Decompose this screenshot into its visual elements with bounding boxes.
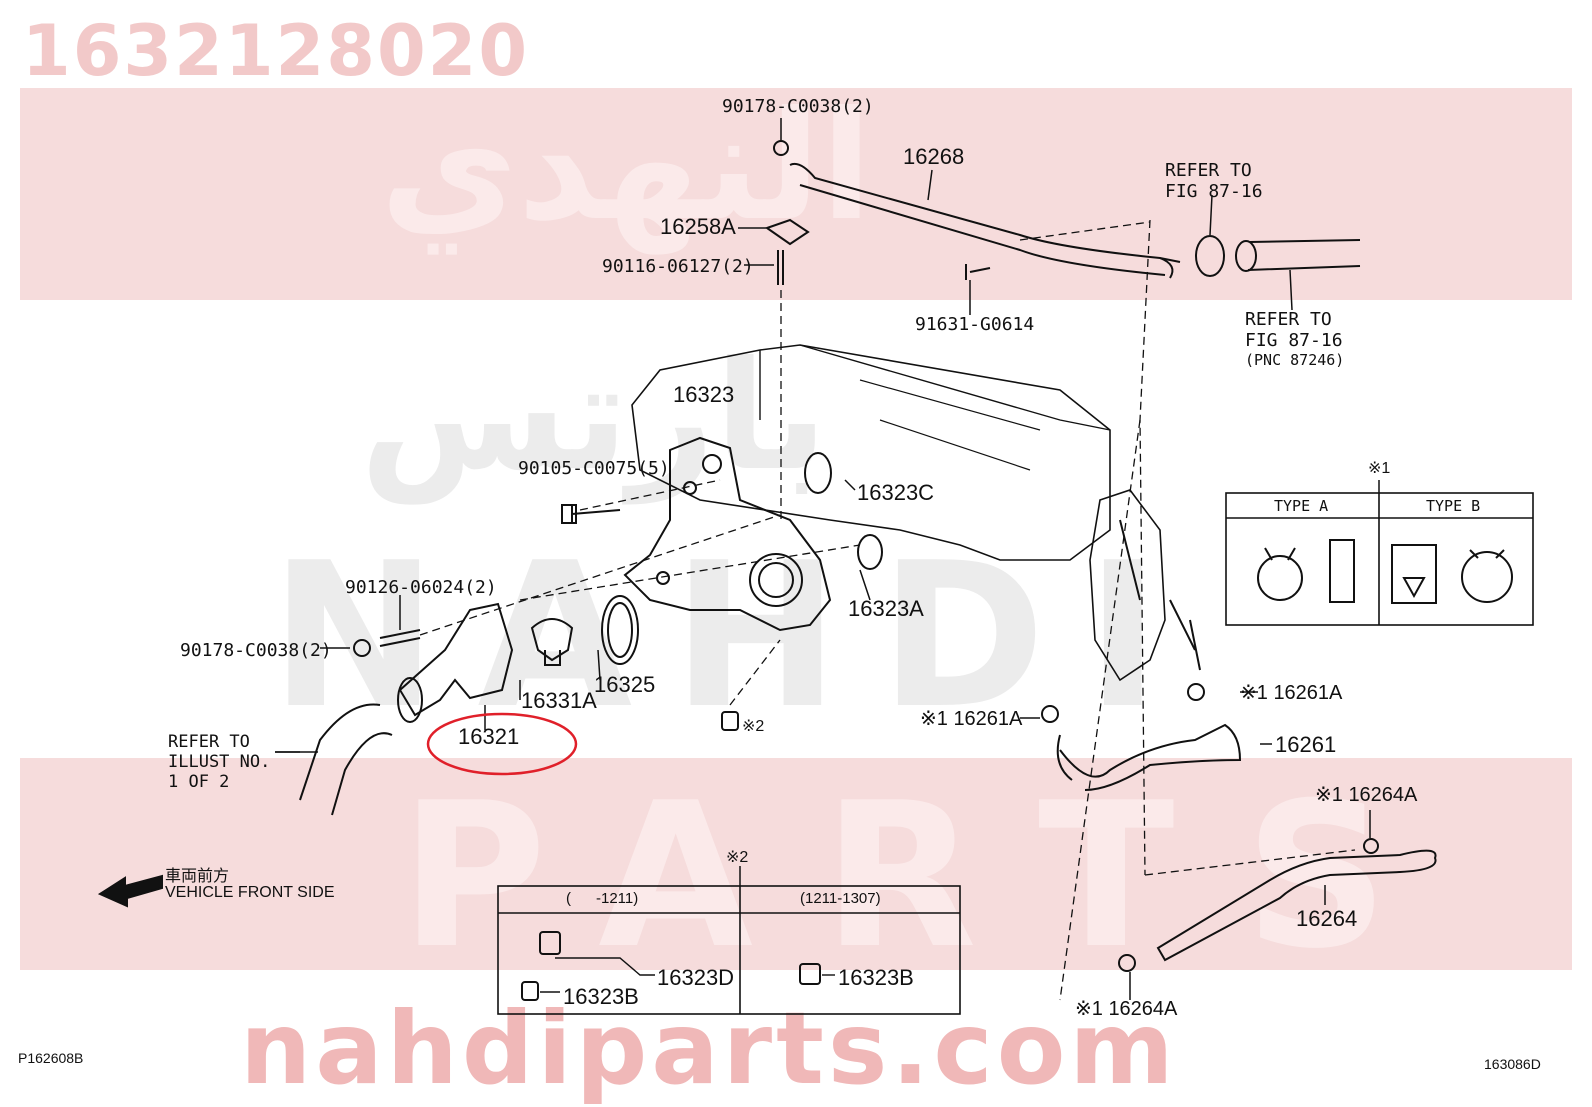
gasket-16325 — [601, 595, 639, 665]
label-front-en: VEHICLE FRONT SIDE — [165, 884, 335, 901]
label-16323d: 16323D — [657, 965, 735, 990]
label-16331a: 16331A — [521, 688, 597, 713]
label-16264: 16264 — [1296, 906, 1358, 931]
label-16321: 16321 — [458, 724, 520, 749]
o-ring-16323c — [804, 452, 832, 494]
bolt-90105 — [571, 506, 621, 522]
clip-16264a-bottom — [1118, 954, 1136, 972]
engine-block — [631, 344, 1111, 561]
hose-refer — [1247, 239, 1361, 271]
clip-16261a-left — [1041, 705, 1059, 723]
label-16258a: 16258A — [660, 214, 736, 239]
water-inlet-16321 — [398, 602, 514, 717]
label-refer-top-2: FIG 87-16 — [1165, 181, 1263, 202]
stud-90116 — [777, 250, 784, 285]
label-91631: 91631-G0614 — [915, 314, 1035, 335]
label-note1-type-table: ※1 — [1368, 460, 1391, 477]
label-16323a: 16323A — [848, 596, 924, 621]
date-table — [497, 885, 961, 1015]
label-90105: 90105-C0075(5) — [518, 458, 670, 479]
watermark-parts: PARTS — [400, 760, 1459, 993]
watermark-arabic-top: النهدي — [380, 80, 873, 254]
nut-90178-top — [773, 140, 789, 156]
type-table-col-a: TYPE A — [1274, 497, 1329, 515]
watermark-band-top — [20, 88, 1572, 300]
clip-type-b-icon — [1391, 544, 1437, 604]
pipe-16268 — [789, 162, 1181, 263]
type-table-col-b: TYPE B — [1426, 497, 1481, 515]
label-16261a-left: ※1 16261A — [920, 708, 1023, 730]
label-90178-left: 90178-C0038(2) — [180, 640, 332, 661]
bracket-16258a — [764, 218, 810, 246]
clamp-type-b-icon — [1461, 551, 1513, 603]
thermostat-16331a — [530, 618, 574, 662]
label-refer-right-2: FIG 87-16 — [1245, 330, 1343, 351]
ref-code-right: 163086D — [1484, 1056, 1541, 1072]
water-inlet-housing-16323 — [623, 436, 832, 632]
drain-plug — [721, 711, 739, 731]
label-16323: 16323 — [673, 382, 735, 407]
label-90126: 90126-06024(2) — [345, 577, 497, 598]
label-refer-left-3: 1 OF 2 — [168, 772, 230, 792]
bolt-91631 — [965, 264, 991, 280]
label-90116: 90116-06127(2) — [602, 256, 754, 277]
label-16261a-right: ※1 16261A — [1240, 682, 1343, 704]
label-refer-right-3: (PNC 87246) — [1245, 351, 1345, 369]
date-table-col-2: (1211-1307) — [800, 890, 881, 907]
clamp-type-a-icon — [1257, 555, 1303, 601]
bolt-16323d-icon — [539, 931, 561, 955]
nut-90178-left — [353, 639, 371, 657]
stud-90126 — [379, 629, 421, 647]
o-ring-16323a — [857, 534, 883, 570]
hose-clamp — [1195, 235, 1225, 277]
bolt-16323b-right-icon — [799, 963, 821, 985]
clip-16261a-right — [1187, 683, 1205, 701]
front-arrow-icon — [97, 874, 163, 908]
label-16261: 16261 — [1275, 732, 1337, 757]
label-note2-plug: ※2 — [742, 718, 765, 735]
bolt-16323b-left-icon — [521, 981, 539, 1001]
hose-16264 — [1156, 849, 1437, 962]
highlight-ellipse-16321 — [426, 712, 578, 776]
clip-16264a-top — [1363, 838, 1379, 854]
label-refer-top-1: REFER TO — [1165, 160, 1252, 181]
label-16264a-bottom: ※1 16264A — [1075, 998, 1178, 1020]
watermark-arabic-mid: بارتس — [360, 330, 828, 504]
label-90178-top: 90178-C0038(2) — [722, 96, 874, 117]
label-16323b-right: 16323B — [838, 965, 914, 990]
label-note2-date-table: ※2 — [726, 849, 749, 866]
label-16264a-top: ※1 16264A — [1315, 784, 1418, 806]
date-table-col-1: ( -1211) — [566, 890, 639, 907]
label-refer-left-1: REFER TO — [168, 732, 250, 752]
ref-code-left: P162608B — [18, 1050, 84, 1066]
label-16268: 16268 — [903, 144, 965, 169]
label-refer-left-2: ILLUST NO. — [168, 752, 271, 772]
label-refer-right-1: REFER TO — [1245, 309, 1332, 330]
hose-16261 — [1059, 723, 1242, 791]
radiator-hose — [299, 703, 393, 816]
watermark-site: nahdiparts.com — [240, 990, 1178, 1107]
label-16325: 16325 — [594, 672, 656, 697]
label-16323b-left: 16323B — [563, 984, 639, 1009]
watermark-band-bottom — [20, 758, 1572, 970]
label-16323c: 16323C — [857, 480, 935, 505]
intake-pipe — [1089, 489, 1166, 682]
label-front-jp: 車両前方 — [165, 868, 230, 885]
watermark-part-number: 1632128020 — [22, 10, 530, 92]
clip-type-a-icon — [1329, 539, 1355, 603]
